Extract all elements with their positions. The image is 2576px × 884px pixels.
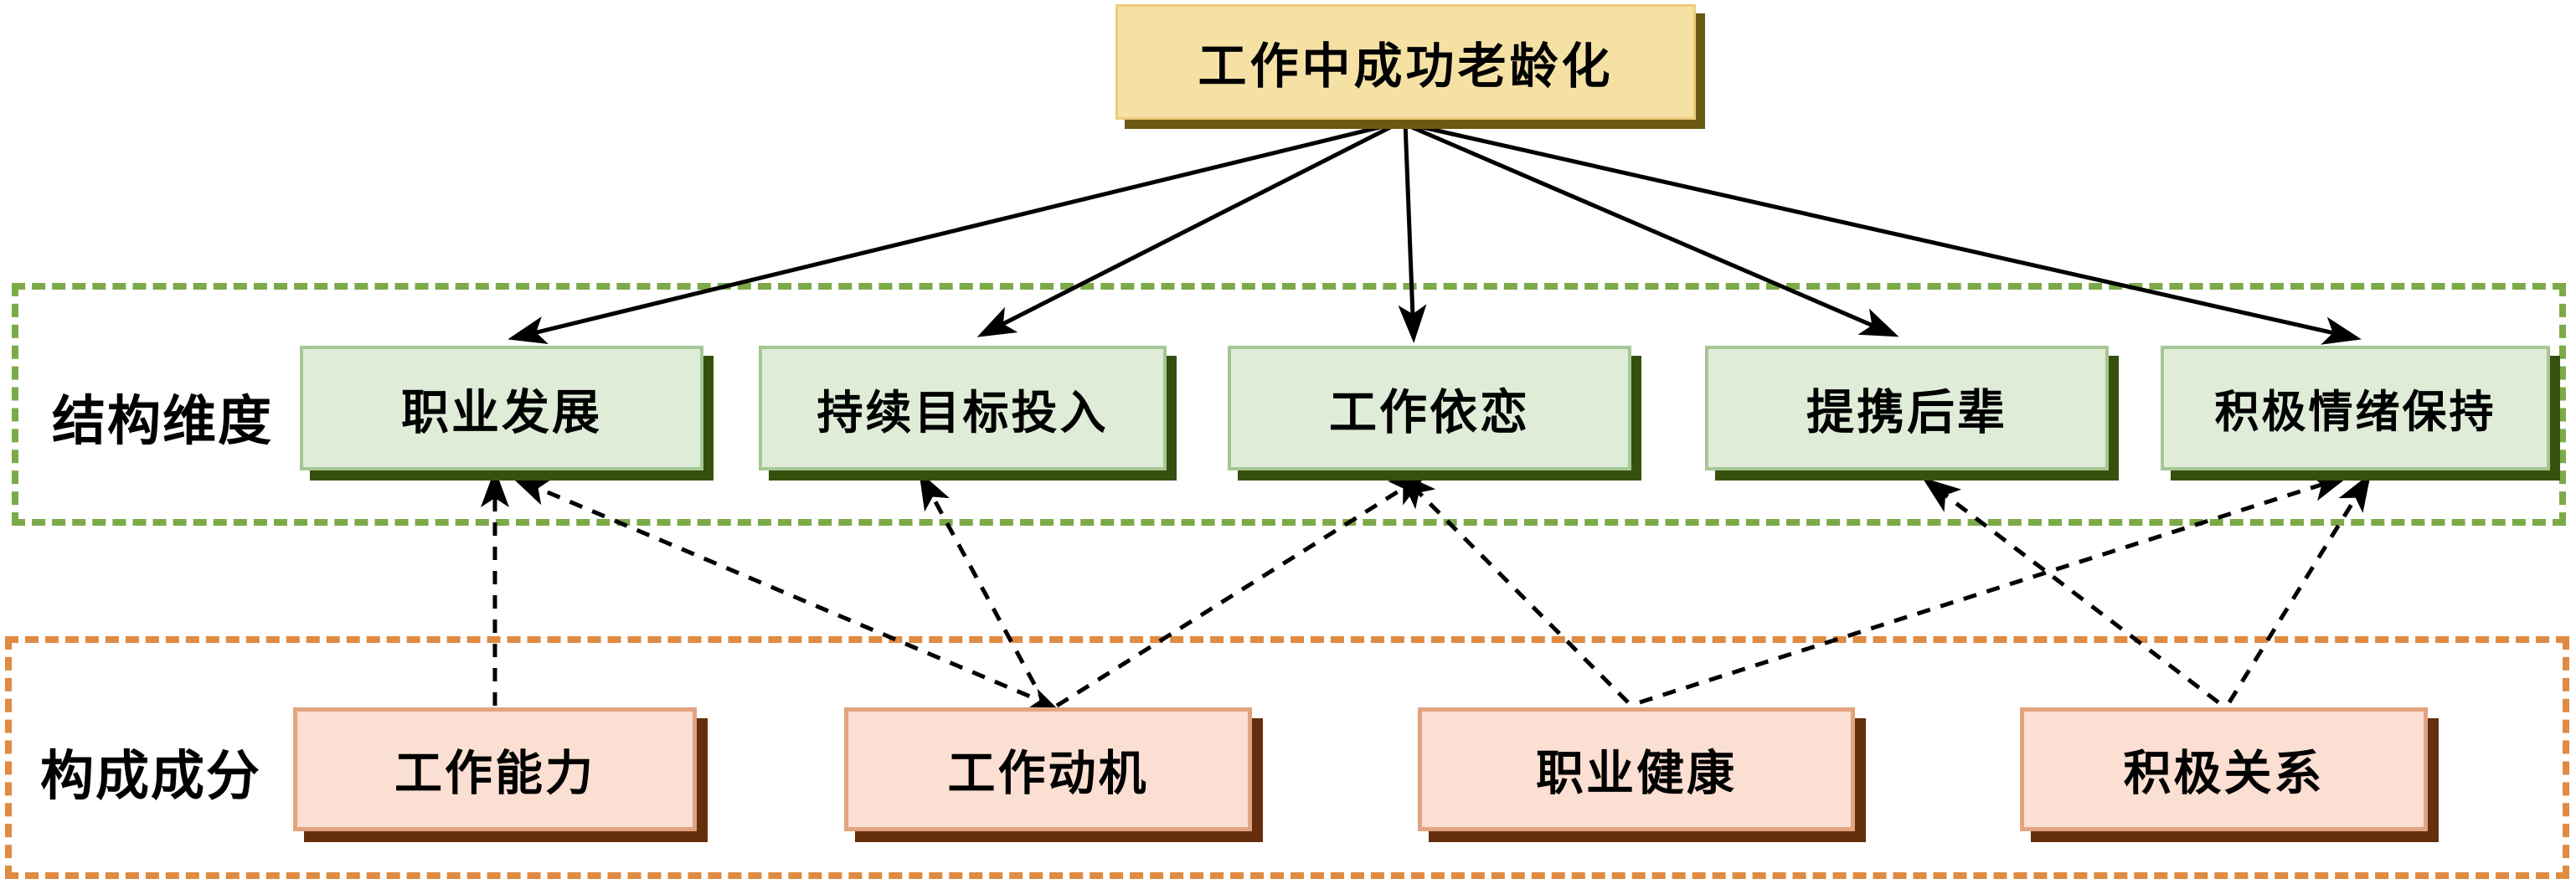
components-section-label: 构成成分: [40, 747, 261, 806]
node-work-attachment: 工作依恋: [1228, 346, 1631, 470]
node-positive-relationships: 积极关系: [2020, 707, 2428, 831]
dimensions-section-label: 结构维度: [52, 392, 273, 451]
solid-arrow-root-to-mentoring_juniors: [1399, 120, 1899, 337]
dashed-arrow-work_motivation-to-career_development: [511, 476, 1057, 708]
solid-arrow-root-to-work_attachment: [1398, 121, 1427, 343]
solid-arrow-root-to-positive_emotion_maintenance: [1399, 120, 2362, 345]
node-continuous-goal-engagement: 持续目标投入: [759, 346, 1167, 470]
dimensions-section-frame: [12, 283, 2566, 526]
node-occupational-health: 职业健康: [1418, 707, 1855, 831]
components-section-frame: [5, 636, 2569, 879]
dashed-arrow-occupational_health-to-work_attachment: [1398, 471, 1630, 704]
node-career-development: 职业发展: [300, 346, 703, 470]
dashed-arrow-positive_relationships-to-positive_emotion_maintenance: [2227, 472, 2372, 704]
solid-arrow-root-to-continuous_goal_engagement: [976, 120, 1402, 337]
node-root-successful-aging-at-work: 工作中成功老龄化: [1115, 4, 1696, 120]
dashed-arrow-work_motivation-to-work_attachment: [1055, 472, 1429, 708]
node-work-ability: 工作能力: [293, 707, 697, 831]
node-mentoring-juniors: 提携后辈: [1705, 346, 2109, 470]
solid-arrow-root-to-career_development: [507, 120, 1401, 345]
dashed-arrow-work_motivation-to-continuous_goal_engagement: [919, 470, 1048, 707]
node-positive-emotion-maintenance: 积极情绪保持: [2161, 346, 2550, 470]
dashed-arrow-positive_relationships-to-mentoring_juniors: [1922, 477, 2220, 704]
node-work-motivation: 工作动机: [844, 707, 1252, 831]
dashed-arrow-occupational_health-to-positive_emotion_maintenance: [1639, 473, 2350, 705]
